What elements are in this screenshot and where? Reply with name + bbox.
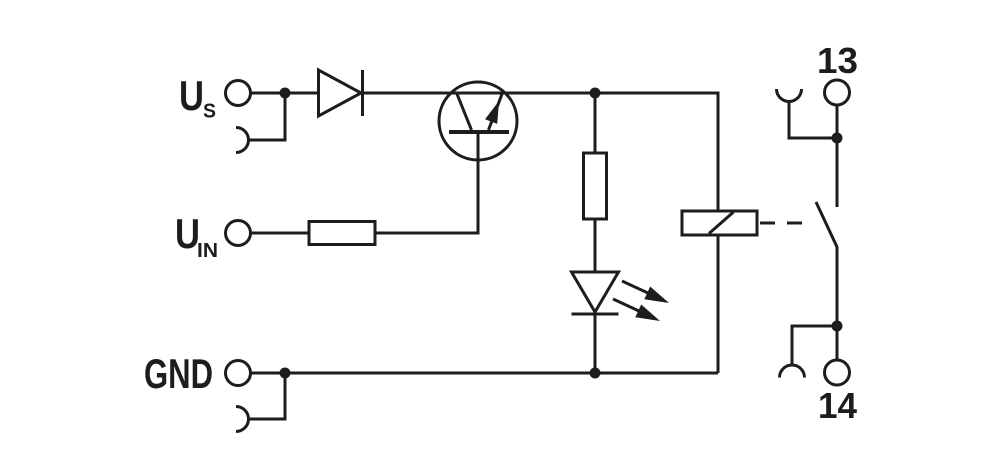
led-emission-arrow (621, 279, 650, 295)
bridge-contact-arc-icon (775, 88, 803, 103)
junction-dot (589, 367, 601, 379)
transistor-collector-lead (455, 93, 473, 131)
led-emission-arrowhead (644, 286, 669, 303)
wire-base-to-resistor (375, 134, 480, 235)
terminal-us-subscript: S (203, 101, 216, 123)
led-emission-arrow (612, 297, 641, 313)
wire-top-rail (361, 91, 720, 211)
wire-14-bridge-branch (790, 324, 837, 366)
transistor-emitter-arrowhead (485, 101, 499, 124)
terminal-13-label: 13 (817, 40, 858, 81)
terminal-14: 14 (818, 358, 857, 426)
relay-coil-diagonal (708, 210, 735, 235)
bridge-contact-arc-icon (235, 405, 250, 433)
terminal-circle-icon (823, 78, 851, 107)
terminal-circle-icon (224, 359, 252, 387)
bridge-contact-arc-icon (235, 126, 250, 154)
terminal-us-label: U (179, 72, 204, 119)
resistor-icon (582, 151, 608, 221)
terminal-13: 13 (817, 40, 858, 107)
led-triangle (568, 270, 622, 315)
terminal-circle-icon (224, 219, 252, 247)
terminal-uin-subscript: IN (197, 240, 218, 262)
bridge-contact-arc-icon (778, 363, 806, 378)
terminal-14-label: 14 (818, 385, 857, 426)
normally-open-contact-icon (814, 201, 839, 326)
terminal-gnd: GND (144, 350, 252, 397)
terminal-us: U S (179, 72, 252, 123)
wire-gnd-bridge-branch (249, 373, 287, 421)
terminal-uin-label: U (175, 210, 200, 257)
terminal-circle-icon (224, 79, 252, 107)
terminal-uin: U IN (175, 210, 252, 262)
diode-icon (317, 67, 365, 119)
transistor-icon (375, 80, 519, 235)
contact-blade (814, 201, 839, 326)
diode-triangle (317, 67, 365, 119)
led-emission-arrowhead (635, 304, 660, 321)
resistor-icon (307, 220, 377, 246)
terminal-gnd-label: GND (144, 350, 213, 397)
wire-us-bridge-branch (249, 93, 287, 142)
led-icon (568, 270, 669, 321)
wire-13-bridge-branch (787, 101, 837, 140)
terminal-circle-icon (823, 358, 851, 387)
